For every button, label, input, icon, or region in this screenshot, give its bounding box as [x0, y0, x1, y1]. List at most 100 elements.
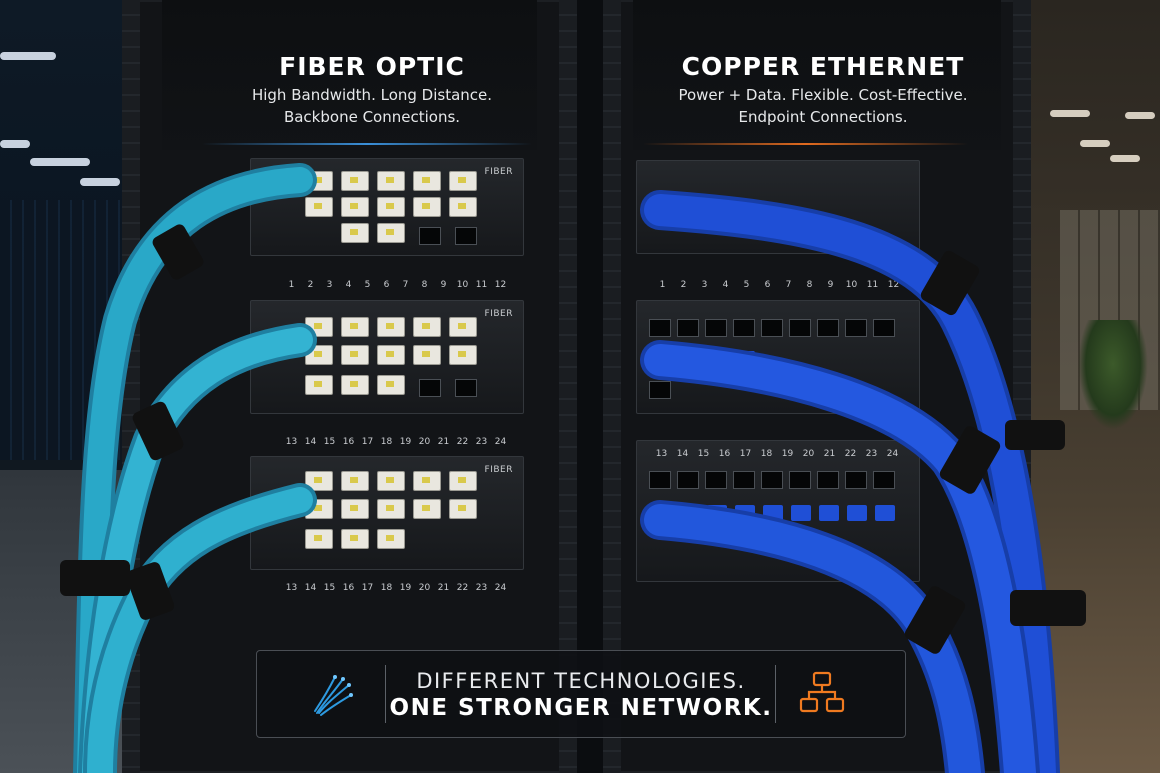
fiber-accent-line — [202, 143, 532, 145]
banner-divider — [385, 665, 386, 723]
port-number: 21 — [437, 583, 450, 593]
velcro-strap — [1005, 420, 1065, 450]
port-number: 20 — [418, 437, 431, 447]
lc-connector — [377, 197, 405, 217]
lc-connector — [449, 471, 477, 491]
lc-connector — [413, 499, 441, 519]
lc-connector — [341, 171, 369, 191]
lc-connector — [413, 317, 441, 337]
port-number: 16 — [342, 583, 355, 593]
port-number: 9 — [827, 280, 834, 290]
lc-connector — [341, 375, 369, 395]
lc-connector — [377, 499, 405, 519]
port-number: 18 — [380, 583, 393, 593]
port-number: 14 — [304, 583, 317, 593]
ceiling-light — [80, 178, 120, 186]
ceiling-light — [0, 140, 30, 148]
rj45-plug — [847, 505, 867, 521]
port-number: 11 — [866, 280, 879, 290]
port-number: 21 — [823, 449, 836, 459]
fiber-velcro-straps — [60, 224, 204, 620]
rj45-plug — [819, 505, 839, 521]
port-number: 22 — [456, 583, 469, 593]
rj45-port — [761, 319, 783, 337]
lc-connector — [341, 471, 369, 491]
port-number: 17 — [739, 449, 752, 459]
port-number: 12 — [887, 280, 900, 290]
port-number: 15 — [323, 437, 336, 447]
empty-port — [419, 379, 441, 397]
rj45-port — [649, 381, 671, 399]
port-number: 12 — [494, 280, 507, 290]
port-number: 13 — [655, 449, 668, 459]
port-number: 4 — [345, 280, 352, 290]
port-number: 21 — [437, 437, 450, 447]
fiber-title: FIBER OPTIC — [279, 52, 465, 81]
port-number: 10 — [456, 280, 469, 290]
rj45-port — [845, 319, 867, 337]
lc-connector — [305, 529, 333, 549]
empty-port — [455, 379, 477, 397]
lc-connector — [413, 197, 441, 217]
port-number: 23 — [865, 449, 878, 459]
port-number: 4 — [722, 280, 729, 290]
rj45-port — [705, 471, 727, 489]
fiber-subtitle-line1: High Bandwidth. Long Distance. — [251, 86, 493, 104]
fiber-port-numbers-mid: 13 14 15 16 17 18 19 20 21 22 23 24 — [282, 437, 510, 447]
port-number: 1 — [288, 280, 295, 290]
rack-rail — [603, 0, 621, 773]
copper-subtitle-line1: Power + Data. Flexible. Cost-Effective. — [678, 86, 968, 104]
port-number: 18 — [760, 449, 773, 459]
lc-connector — [341, 223, 369, 243]
lc-connector — [377, 345, 405, 365]
velcro-strap — [920, 250, 980, 316]
rj45-port — [789, 319, 811, 337]
copper-port-numbers-bottom: 13 14 15 16 17 18 19 20 21 22 23 24 — [651, 449, 903, 459]
panel-tag: FIBER — [484, 167, 513, 177]
rj45-port — [677, 471, 699, 489]
port-number: 22 — [844, 449, 857, 459]
rj45-plug — [875, 505, 895, 521]
ceiling-light — [30, 158, 90, 166]
velcro-strap — [939, 426, 1001, 494]
fiber-strands-icon — [314, 675, 353, 716]
panel-tag: FIBER — [484, 465, 513, 475]
rj45-port — [789, 471, 811, 489]
port-number: 2 — [680, 280, 687, 290]
rj45-port — [873, 471, 895, 489]
fiber-header-panel — [162, 0, 537, 150]
lc-connector — [341, 317, 369, 337]
copper-bundle — [644, 504, 981, 773]
port-number: 6 — [764, 280, 771, 290]
velcro-strap — [132, 401, 184, 461]
port-number: 20 — [418, 583, 431, 593]
copper-subtitle-line2: Endpoint Connections. — [738, 108, 908, 126]
port-number: 14 — [676, 449, 689, 459]
port-number: 22 — [456, 437, 469, 447]
velcro-strap — [60, 560, 130, 596]
lc-connector — [377, 171, 405, 191]
lc-connector — [377, 471, 405, 491]
rj45-port — [733, 471, 755, 489]
empty-port — [455, 227, 477, 245]
tagline-banner: DIFFERENT TECHNOLOGIES. ONE STRONGER NET… — [256, 650, 906, 738]
ceiling-light — [1080, 140, 1110, 147]
port-number: 8 — [806, 280, 813, 290]
lc-connector — [305, 471, 333, 491]
port-number: 2 — [307, 280, 314, 290]
port-number: 24 — [494, 437, 507, 447]
ceiling-light — [1125, 112, 1155, 119]
rj45-port — [817, 471, 839, 489]
copper-velcro-straps — [904, 250, 1086, 654]
velcro-strap — [904, 586, 966, 654]
port-number: 5 — [743, 280, 750, 290]
lc-connector — [449, 499, 477, 519]
port-number: 17 — [361, 583, 374, 593]
lc-connector — [377, 317, 405, 337]
port-number: 16 — [342, 437, 355, 447]
lc-connector — [341, 345, 369, 365]
port-number: 5 — [364, 280, 371, 290]
port-number: 7 — [785, 280, 792, 290]
